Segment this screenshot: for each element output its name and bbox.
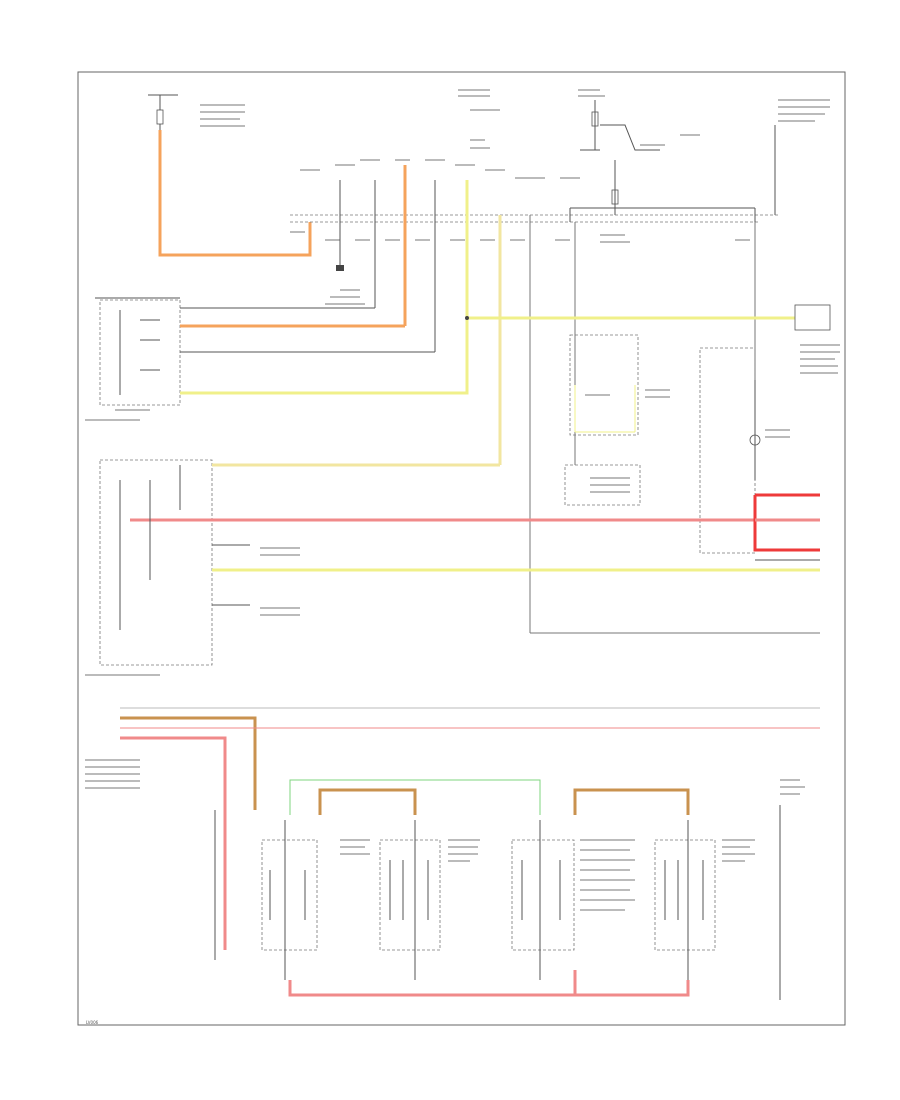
module-2 <box>379 820 480 980</box>
fuse-feed-left <box>148 94 312 257</box>
lower-connector-bus <box>85 707 820 960</box>
right-label-block <box>779 779 805 1000</box>
red-bus-right <box>530 493 820 634</box>
module-4 <box>654 820 755 980</box>
right-component <box>699 304 840 554</box>
diagram-frame <box>77 71 846 1026</box>
relay-cluster <box>564 334 670 506</box>
fuse-relay-right <box>578 89 830 215</box>
diagram-code: LV006 <box>86 1020 99 1025</box>
module-1 <box>261 820 370 980</box>
module-links <box>288 779 690 997</box>
headlamp-switch <box>85 297 760 421</box>
fuse-feed-center <box>458 89 500 149</box>
body-control-module <box>85 459 820 676</box>
module-3 <box>511 820 635 980</box>
vertical-drops <box>325 165 756 633</box>
connector-row-top <box>290 159 780 243</box>
